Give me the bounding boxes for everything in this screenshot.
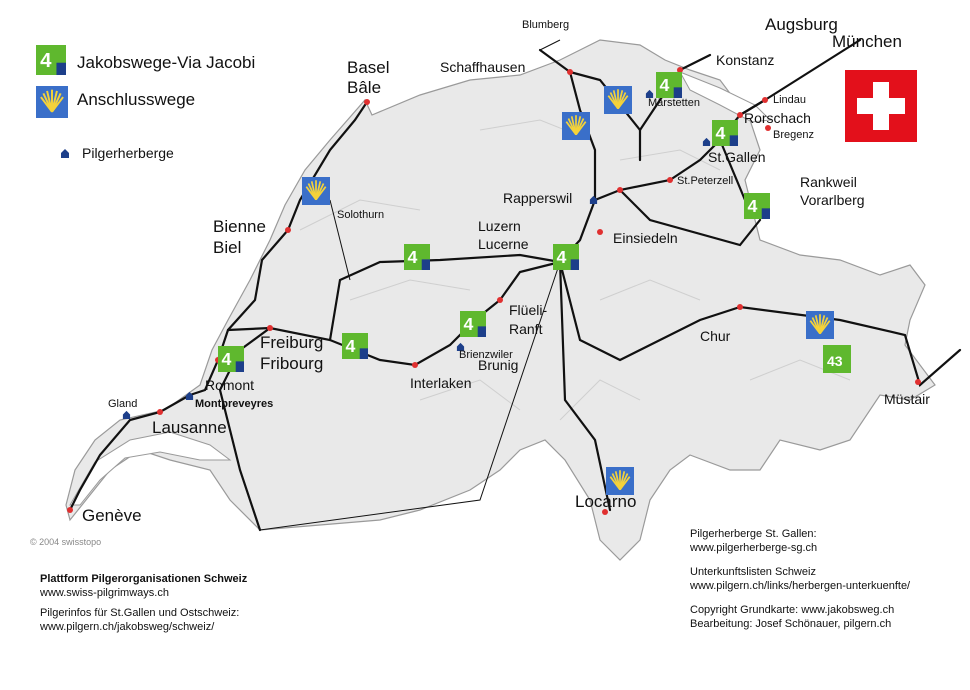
legend-shell-badge-icon — [36, 86, 68, 118]
label-locarno: Locarno — [575, 492, 636, 511]
legend-via-jacobi: Jakobswege-Via Jacobi — [77, 53, 255, 72]
label-flueli: Flüeli- — [509, 302, 547, 318]
footer-left-line1: Plattform Pilgerorganisationen Schweiz — [40, 573, 248, 585]
label-solothurn: Solothurn — [337, 209, 384, 221]
label-basel: Basel — [347, 58, 390, 77]
label-freiburg: Freiburg — [260, 333, 323, 352]
label-lucerne: Lucerne — [478, 236, 529, 252]
label-biel: Biel — [213, 238, 241, 257]
label-montpreveyres: Montpreveyres — [195, 398, 273, 410]
footer-left-line3: Pilgerinfos für St.Gallen und Ostschweiz… — [40, 607, 240, 619]
label-muestair: Müstair — [884, 391, 930, 407]
label-interlaken: Interlaken — [410, 375, 471, 391]
legend-anschlusswege: Anschlusswege — [77, 90, 195, 109]
label-stpeterzell: St.Peterzell — [677, 175, 733, 187]
place-labels: Basel Bâle Schaffhausen Blumberg Augsbur… — [82, 15, 930, 525]
label-chur: Chur — [700, 328, 731, 344]
label-gland: Gland — [108, 398, 137, 410]
legend-hostel-icon — [61, 149, 69, 158]
label-vorarlberg: Vorarlberg — [800, 192, 865, 208]
label-blumberg: Blumberg — [522, 19, 569, 31]
label-bale: Bâle — [347, 78, 381, 97]
label-ranft: Ranft — [509, 321, 543, 337]
legend-green-badge-icon — [36, 45, 66, 75]
footer-right-line4: www.pilgern.ch/links/herbergen-unterkuen… — [690, 580, 911, 592]
label-romont: Romont — [205, 377, 254, 393]
secondary-routes — [259, 39, 561, 531]
footer-right-line6: Bearbeitung: Josef Schönauer, pilgern.ch — [690, 618, 892, 630]
footer-right-line3: Unterkunftslisten Schweiz — [690, 566, 816, 578]
label-stgallen: St.Gallen — [708, 149, 766, 165]
label-rapperswil: Rapperswil — [503, 190, 572, 206]
footer-left-line2: www.swiss-pilgrimways.ch — [40, 587, 169, 599]
label-luzern: Luzern — [478, 218, 521, 234]
lake-geneva — [69, 431, 232, 506]
label-lindau: Lindau — [773, 94, 806, 106]
label-lausanne: Lausanne — [152, 418, 227, 437]
label-rorschach: Rorschach — [744, 110, 811, 126]
label-einsiedeln: Einsiedeln — [613, 230, 678, 246]
footer-right-line2: www.pilgerherberge-sg.ch — [690, 542, 818, 554]
legend-pilgerherberge: Pilgerherberge — [82, 145, 174, 161]
label-schaffhausen: Schaffhausen — [440, 59, 525, 75]
route-badges: 43 — [36, 45, 851, 495]
label-fribourg: Fribourg — [260, 354, 323, 373]
map-copyright: © 2004 swisstopo — [30, 537, 101, 547]
footer-right: Pilgerherberge St. Gallen: www.pilgerher… — [690, 527, 910, 631]
footer-right-line1: Pilgerherberge St. Gallen: — [690, 528, 817, 540]
label-rankweil: Rankweil — [800, 174, 857, 190]
label-augsburg: Augsburg — [765, 15, 838, 34]
label-bregenz: Bregenz — [773, 129, 814, 141]
label-brunig: Brunig — [478, 357, 518, 373]
label-muenchen: München — [832, 32, 902, 51]
label-bienne: Bienne — [213, 217, 266, 236]
footer-left-line4: www.pilgern.ch/jakobsweg/schweiz/ — [40, 621, 215, 633]
label-geneve: Genève — [82, 506, 142, 525]
label-marstetten: Märstetten — [648, 97, 700, 109]
swiss-flag-icon — [845, 70, 917, 142]
footer-right-line5: Copyright Grundkarte: www.jakobsweg.ch — [690, 604, 895, 616]
footer-left: Plattform Pilgerorganisationen Schweiz w… — [40, 572, 247, 634]
label-konstanz: Konstanz — [716, 52, 774, 68]
label-brienzwiler: Brienzwiler — [459, 349, 513, 361]
route-43-label: 43 — [827, 353, 843, 369]
